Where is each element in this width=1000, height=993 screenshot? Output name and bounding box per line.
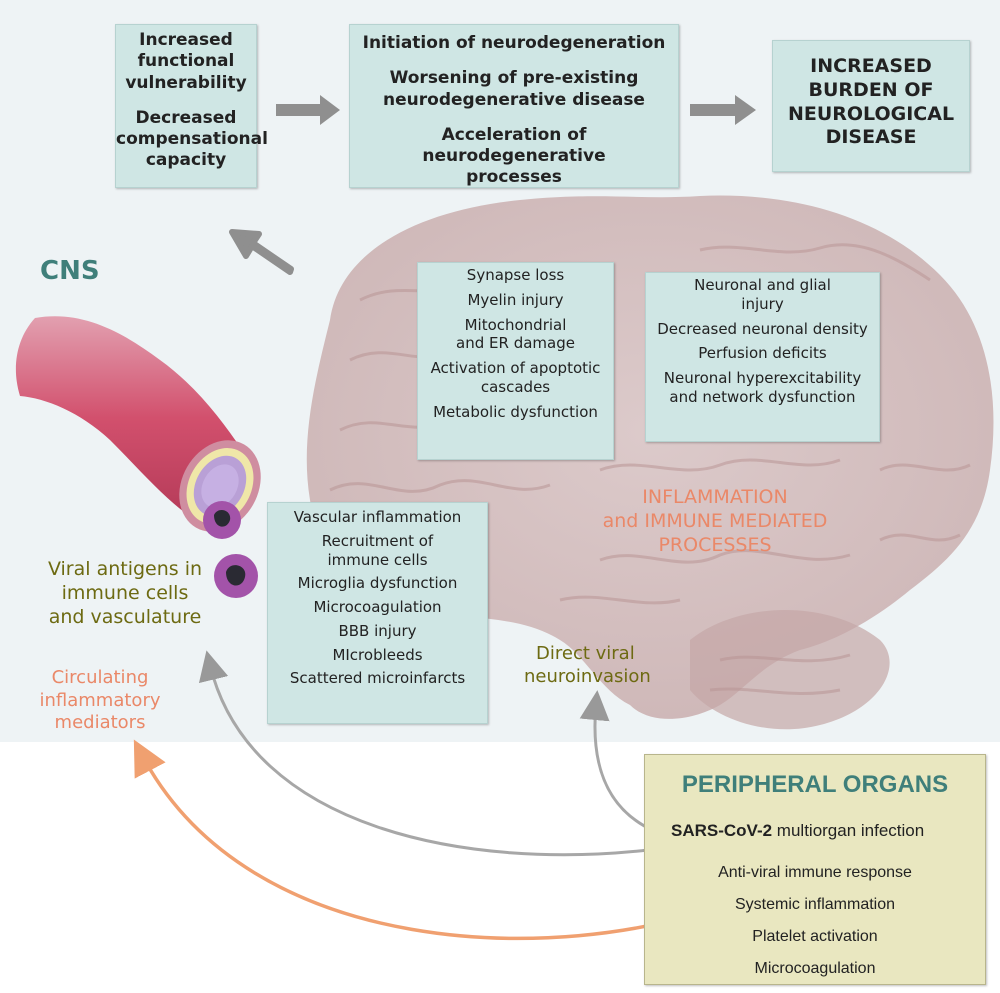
burden-line: INCREASED [810,55,932,77]
neuroinvasion-label: Direct viral neuroinvasion [524,643,651,687]
arrow-to-circulating [133,739,723,941]
vulnerability-line: vulnerability [125,72,247,93]
peripheral-title: PERIPHERAL ORGANS [681,771,949,798]
vulnerability-line: functional [137,51,235,72]
peripheral-item: Systemic inflammation [734,896,896,913]
vascular-item: Microglia dysfunction [297,574,458,593]
cellular-damage-box: Synapse loss Myelin injury Mitochondrial… [417,262,614,460]
top-arrow-1 [276,95,340,125]
infection-virus-name: SARS-CoV-2 [671,821,773,840]
vascular-item: BBB injury [338,621,417,640]
vascular-item: MIcrobleeds [332,645,423,664]
neurodegeneration-line: Acceleration of neurodegenerative [422,124,606,166]
neurodegeneration-box: Initiation of neurodegeneration Worsenin… [349,24,679,188]
vascular-item: immune cells [327,550,428,569]
neurodegeneration-line: Initiation of neurodegeneration [362,33,666,53]
neurodegeneration-line: Worsening of pre-existing [389,68,639,89]
vulnerability-line: Increased [139,30,233,50]
vascular-item: Recruitment of [321,531,434,550]
neuronal-injury-item: Decreased neuronal density [657,319,868,338]
top-arrow-2 [690,95,756,125]
cellular-damage-item: cascades [480,377,551,396]
vascular-box: Vascular inflammation Recruitment of imm… [267,502,488,724]
viral-antigens-label: Viral antigens in immune cells and vascu… [47,558,203,628]
arrow-to-neuroinvasion [579,690,653,832]
cerebellum-shape [690,610,890,730]
burden-line: DISEASE [825,126,917,149]
cellular-damage-item: Mitochondrial [464,315,567,334]
vulnerability-line: compensational [116,129,268,149]
peripheral-list: Anti-viral immune response Systemic infl… [645,857,985,985]
infection-text: multiorgan infection [772,821,925,840]
circulating-mediators-label: Circulating inflammatory mediators [39,667,161,733]
neuronal-injury-item: and network dysfunction [669,387,856,406]
neuronal-injury-item: injury [741,294,784,313]
burden-box: INCREASED BURDEN OF NEUROLOGICAL DISEASE [772,40,970,172]
vulnerability-line: capacity [145,150,227,171]
cellular-damage-item: Myelin injury [467,290,564,309]
burden-line: NEUROLOGICAL [787,102,955,125]
peripheral-item: Microcoagulation [754,960,876,977]
cellular-damage-item: and ER damage [456,334,575,353]
neuronal-injury-box: Neuronal and glial injury Decreased neur… [645,272,880,442]
neurodegeneration-line: processes [466,167,562,188]
neuronal-injury-item: Neuronal hyperexcitability [663,369,862,387]
cellular-damage-item: Activation of apoptotic [430,359,601,377]
peripheral-item: Anti-viral immune response [718,864,912,881]
peripheral-organs-box: PERIPHERAL ORGANS SARS-CoV-2 multiorgan … [644,754,986,985]
infection-line: SARS-CoV-2 multiorgan infection [671,821,924,841]
vulnerability-box: Increased functional vulnerability Decre… [115,24,268,188]
cns-up-arrow [229,229,294,275]
vascular-item: Scattered microinfarcts [289,669,466,688]
neuronal-injury-item: Perfusion deficits [698,344,827,363]
arrow-to-viral-antigens [198,650,649,857]
neurodegeneration-line: neurodegenerative disease [383,89,645,110]
burden-line: BURDEN OF [808,78,934,101]
vessel-body [15,316,243,520]
peripheral-item: Platelet activation [752,928,878,945]
neuronal-injury-item: Neuronal and glial [694,276,831,294]
vascular-item: Vascular inflammation [293,508,462,526]
cellular-damage-item: Synapse loss [466,266,565,284]
inflammation-label: INFLAMMATION and IMMUNE MEDIATED PROCESS… [602,486,828,556]
cellular-damage-item: Metabolic dysfunction [433,402,598,421]
cns-label: CNS [40,256,100,286]
vulnerability-line: Decreased [135,107,237,128]
vascular-item: Microcoagulation [313,598,442,616]
